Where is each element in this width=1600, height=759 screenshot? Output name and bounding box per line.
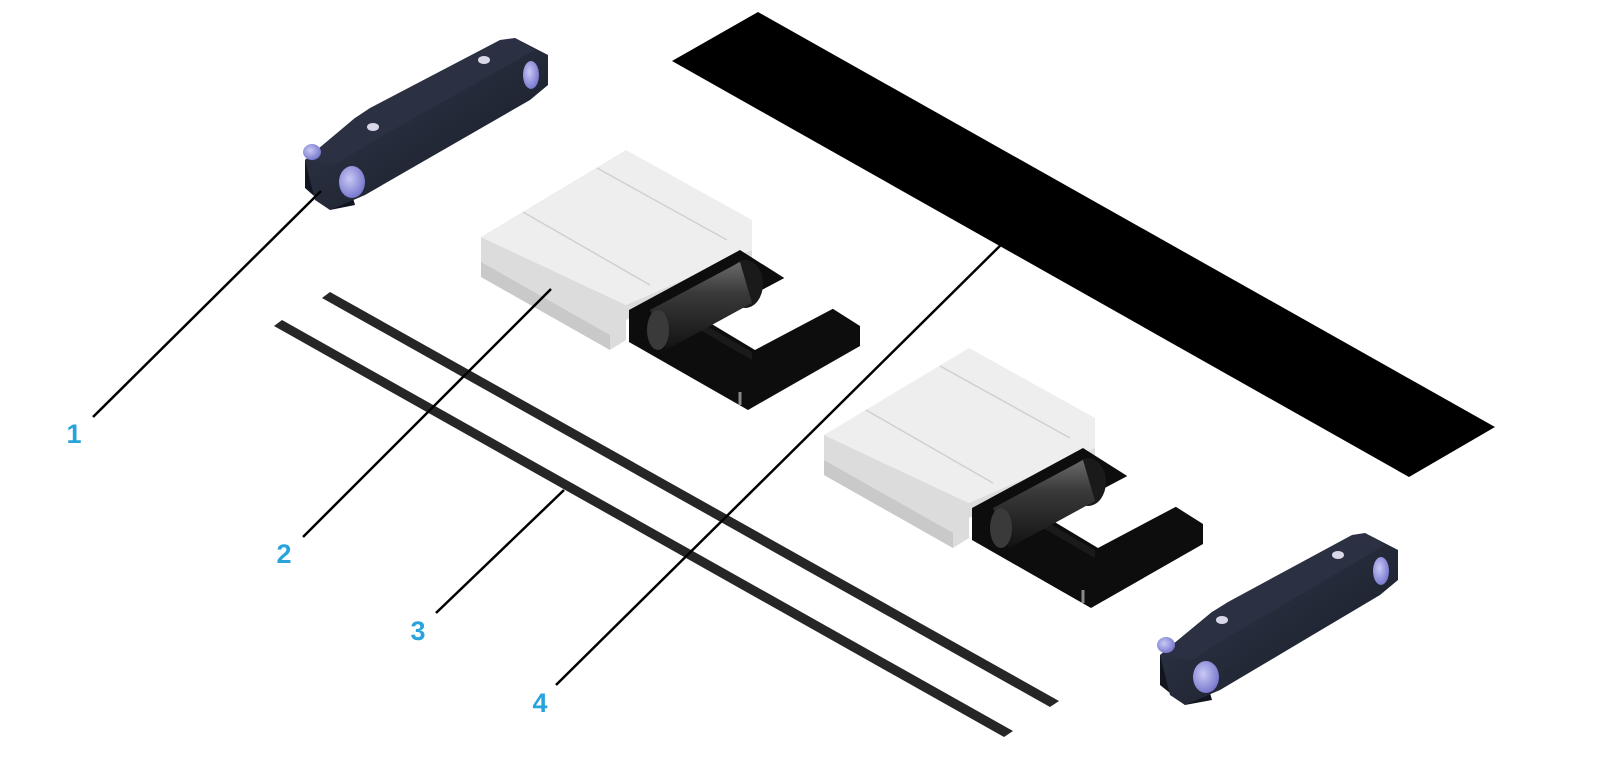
screw-hole — [367, 123, 379, 131]
leader-line-1 — [92, 190, 322, 418]
callout-labels: 1 2 3 4 — [66, 419, 547, 718]
leader-line-3 — [435, 489, 565, 614]
screw-hole — [1332, 551, 1344, 559]
carriage-assembly-upper — [481, 150, 860, 410]
bolt-head — [303, 144, 321, 160]
seal-strip-lower — [274, 320, 1013, 737]
seal-strip-upper — [322, 292, 1059, 707]
bore-hole — [1193, 661, 1219, 693]
callout-label-2: 2 — [276, 539, 291, 569]
end-block-lower — [1157, 533, 1398, 705]
bore-hole — [1373, 557, 1389, 585]
leader-line-4 — [555, 227, 1019, 686]
bore-hole — [523, 61, 539, 89]
callout-label-1: 1 — [66, 419, 81, 449]
leader-line-2 — [302, 288, 552, 538]
callout-label-4: 4 — [532, 688, 547, 718]
leader-lines — [92, 190, 1019, 686]
cover-plate — [672, 12, 1495, 477]
seal-strip-pair — [274, 292, 1059, 737]
bore-hole — [339, 166, 365, 198]
end-block-upper — [303, 38, 548, 210]
bolt-head — [1157, 637, 1175, 653]
screw-hole — [1216, 616, 1228, 624]
callout-label-3: 3 — [410, 616, 425, 646]
carriage-assembly-lower — [824, 348, 1203, 608]
screw-hole — [478, 56, 490, 64]
